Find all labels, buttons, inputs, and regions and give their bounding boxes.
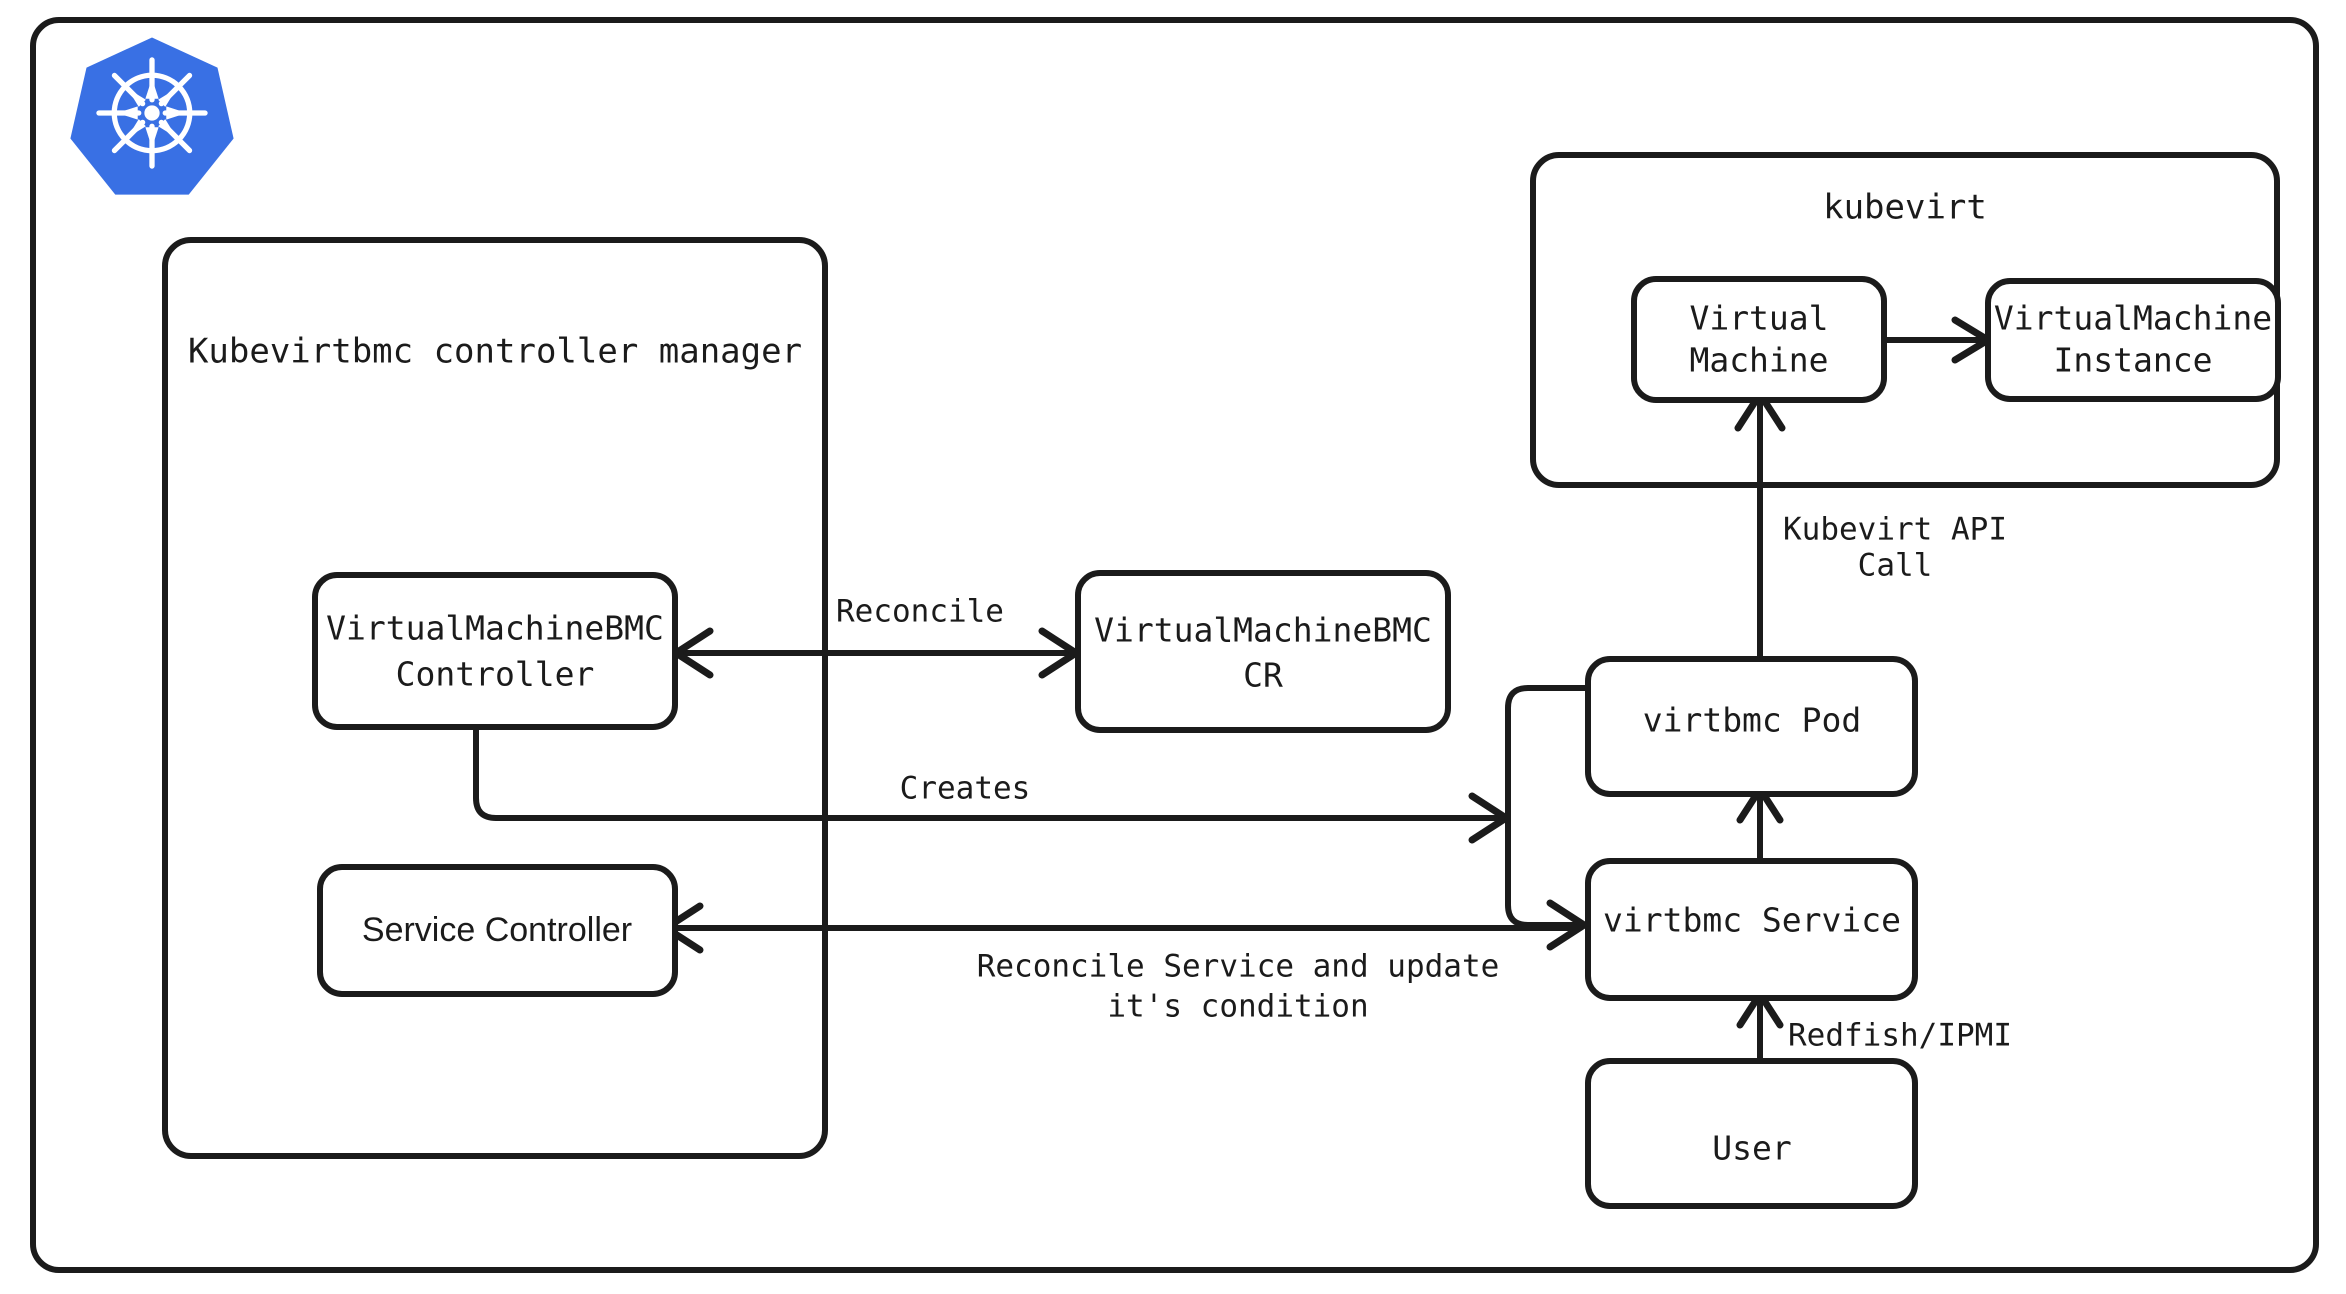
node-user-box[interactable] (1585, 1058, 1918, 1209)
node-virtbmc-pod[interactable]: virtbmc Pod (1585, 656, 1918, 797)
edge-reconcile-label: Reconcile (836, 594, 1004, 630)
node-vmbmc-controller[interactable]: VirtualMachineBMC Controller (312, 572, 678, 730)
kubernetes-logo (70, 37, 234, 195)
container-controller-manager-label: Kubevirtbmc controller manager (188, 332, 802, 372)
node-service-controller[interactable]: Service Controller (317, 864, 678, 997)
node-virtbmc-pod-box[interactable] (1585, 656, 1918, 797)
node-virtual-machine-box[interactable] (1631, 276, 1887, 403)
edge-bracket-arrowhead-service (1546, 899, 1588, 951)
node-vmbmc-controller-label-line1: VirtualMachineBMC (326, 609, 664, 648)
node-user[interactable]: User (1585, 1058, 1918, 1209)
edge-bracket-pod-service (1505, 685, 1588, 951)
edge-reconcile-service-label-line2: it's condition (1107, 989, 1368, 1025)
node-user-label: User (1712, 1129, 1791, 1168)
edge-creates: Creates (473, 723, 1510, 844)
edge-bracket-line (1505, 685, 1588, 928)
node-vmbmc-cr[interactable]: VirtualMachineBMC CR (1075, 570, 1451, 733)
node-virtual-machine-label-line1: Virtual (1689, 299, 1828, 338)
node-virtual-machine[interactable]: Virtual Machine (1631, 276, 1887, 403)
edge-kubevirt-api-label-line2: Call (1858, 548, 1933, 584)
node-vmbmc-cr-label-line1: VirtualMachineBMC (1094, 611, 1432, 650)
node-vmi-box[interactable] (1985, 278, 2281, 402)
node-vmi-label-line2: Instance (2054, 341, 2213, 380)
edge-redfish-ipmi-label: Redfish/IPMI (1788, 1018, 2012, 1054)
edge-kubevirt-api: Kubevirt API Call (1734, 390, 2007, 663)
node-virtual-machine-label-line2: Machine (1689, 341, 1828, 380)
node-service-controller-box[interactable] (317, 864, 678, 997)
node-vmbmc-cr-label-line2: CR (1243, 656, 1283, 695)
node-vmbmc-cr-box[interactable] (1075, 570, 1451, 733)
node-virtbmc-pod-label: virtbmc Pod (1643, 701, 1862, 740)
node-vmi-label-line1: VirtualMachine (1994, 299, 2272, 338)
edge-creates-line (473, 723, 1503, 821)
node-vmbmc-controller-box[interactable] (312, 572, 678, 730)
edge-creates-label: Creates (900, 771, 1031, 807)
container-controller-manager (162, 237, 828, 1159)
node-virtbmc-service-label: virtbmc Service (1603, 901, 1901, 940)
container-kubevirt-label: kubevirt (1823, 188, 1987, 228)
edge-redfish-ipmi: Redfish/IPMI (1736, 990, 2012, 1065)
node-vmi[interactable]: VirtualMachine Instance (1985, 278, 2281, 402)
node-vmbmc-controller-label-line2: Controller (396, 655, 595, 694)
node-service-controller-label: Service Controller (362, 911, 632, 949)
edge-reconcile-service-label-line1: Reconcile Service and update (977, 949, 1500, 985)
node-virtbmc-service-box[interactable] (1585, 858, 1918, 1001)
node-virtbmc-service[interactable]: virtbmc Service (1585, 858, 1918, 1001)
edge-kubevirt-api-label-line1: Kubevirt API (1783, 512, 2007, 548)
